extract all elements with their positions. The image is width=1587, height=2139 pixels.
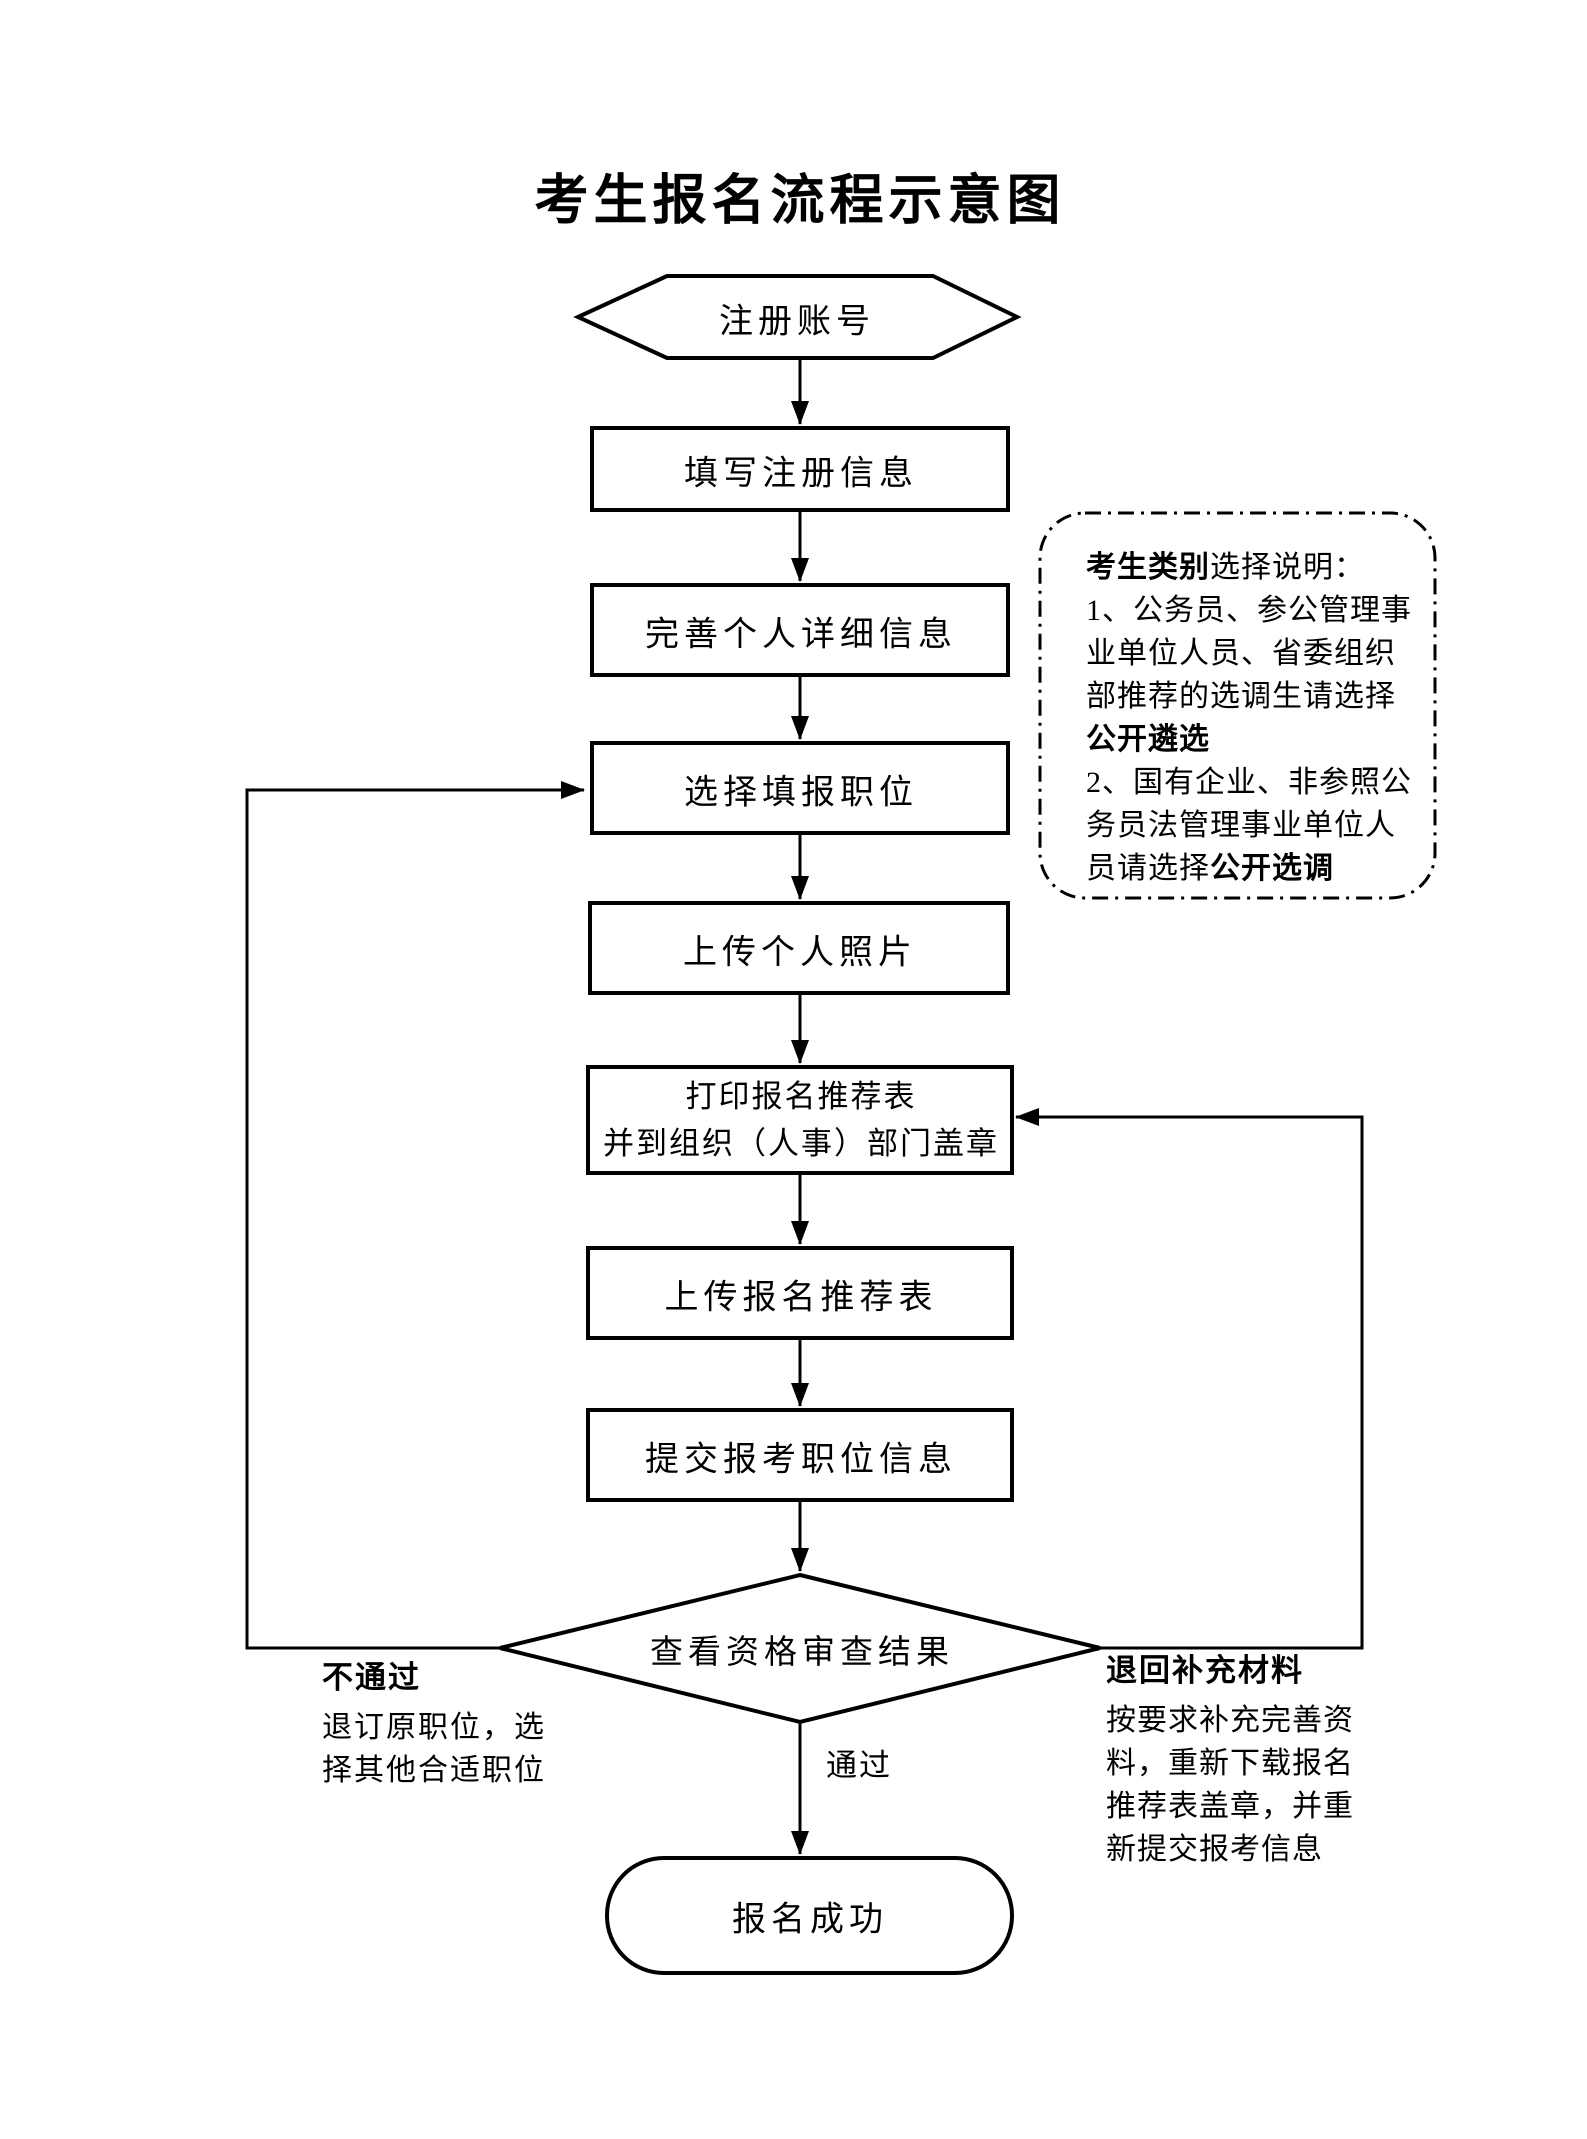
node-end-label: 报名成功 [732,1901,888,1939]
note-heading-bold: 考生类别 [1086,551,1210,584]
note-heading: 考生类别选择说明： [1086,546,1420,589]
node-upload-form-label: 上传报名推荐表 [664,1279,938,1317]
arrow-return-loop [1015,1108,1364,1650]
page-title: 考生报名流程示意图 [534,170,1066,231]
arrow-fail-loop [245,781,585,1650]
note-item1-text: 1、公务员、参公管理事业单位人员、省委组织部推荐的选调生请选择 [1086,594,1412,713]
node-upload-photo-label: 上传个人照片 [683,934,917,972]
branch-return-desc: 按要求补充完善资料，重新下载报名推荐表盖章，并重新提交报考信息 [1106,1704,1354,1866]
branch-fail-block: 不通过 退订原职位，选择其他合适职位 [322,1652,564,1792]
note-item-2: 2、国有企业、非参照公务员法管理事业单位人员请选择公开选调 [1086,761,1420,890]
start-hexagon-shape [573,274,1022,360]
node-decision-label: 查看资格审查结果 [650,1635,954,1671]
branch-return-title: 退回补充材料 [1106,1653,1304,1688]
note-item1-bold: 公开遴选 [1086,723,1210,756]
end-stadium-shape [605,1856,1014,1975]
note-heading-rest: 选择说明： [1210,551,1365,584]
note-callout-text: 考生类别选择说明： 1、公务员、参公管理事业单位人员、省委组织部推荐的选调生请选… [1086,546,1420,890]
node-start-label: 注册账号 [719,303,875,341]
node-print-form-line2: 并到组织（人事）部门盖章 [603,1126,999,1161]
node-select-position-label: 选择填报职位 [684,774,918,812]
note-item2-bold: 公开选调 [1210,852,1334,885]
branch-fail-desc: 退订原职位，选择其他合适职位 [322,1711,546,1787]
node-print-form-label: 打印报名推荐表 并到组织（人事）部门盖章 [603,1073,999,1167]
branch-pass-label: 通过 [826,1748,892,1783]
branch-fail-title: 不通过 [322,1660,421,1695]
node-print-form-line1: 打印报名推荐表 [685,1079,917,1114]
note-item-1: 1、公务员、参公管理事业单位人员、省委组织部推荐的选调生请选择公开遴选 [1086,589,1420,761]
note-callout-border [1038,511,1437,900]
node-complete-profile-label: 完善个人详细信息 [645,616,957,654]
branch-return-block: 退回补充材料 按要求补充完善资料，重新下载报名推荐表盖章，并重新提交报考信息 [1106,1645,1372,1871]
node-submit-info-label: 提交报考职位信息 [645,1441,957,1479]
note-item2-text: 2、国有企业、非参照公务员法管理事业单位人员请选择 [1086,766,1412,885]
node-fill-registration-label: 填写注册信息 [684,455,918,493]
